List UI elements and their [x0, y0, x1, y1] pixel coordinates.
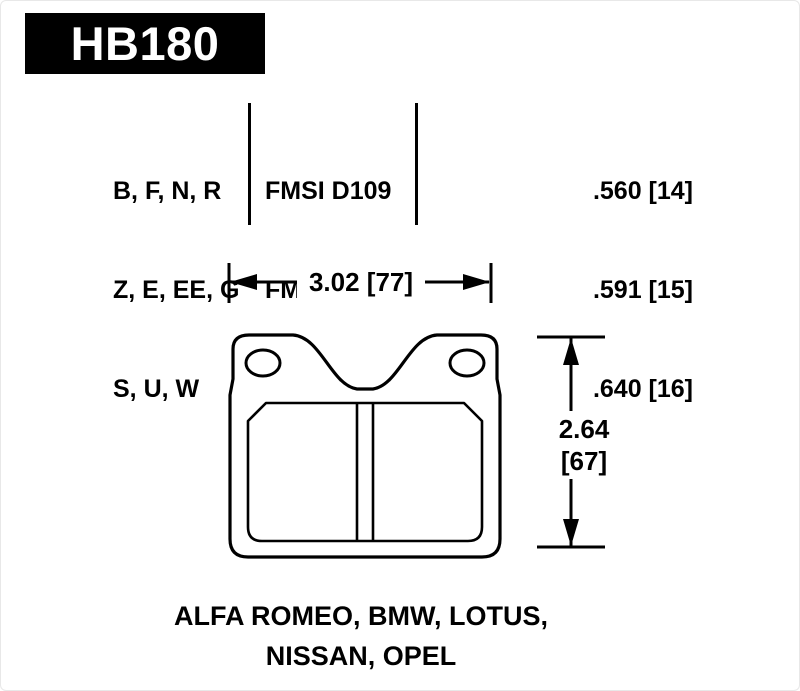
height-dimension-value: 2.64 [558, 414, 610, 444]
friction-material-outline [246, 401, 484, 543]
height-dimension-label: 2.64 [67] [550, 411, 618, 479]
part-number-box: HB180 [25, 13, 265, 74]
compound-row: S, U, W [113, 375, 200, 403]
vehicle-applications: ALFA ROMEO, BMW, LOTUS, NISSAN, OPEL [121, 596, 601, 676]
table-divider-right [415, 103, 418, 225]
compound-column: B, F, N, R Z, E, EE, G S, U, W [113, 109, 239, 472]
fmsi-column: FMSI D109 FMSI D961 [265, 109, 391, 373]
pad-backing-plate-outline [228, 333, 502, 559]
width-dimension-label: 3.02 [77] [297, 265, 425, 299]
applications-line: ALFA ROMEO, BMW, LOTUS, [174, 601, 548, 631]
part-number: HB180 [70, 17, 220, 70]
compound-row: B, F, N, R [113, 177, 222, 205]
pad-mounting-hole-right [448, 348, 486, 378]
applications-line: NISSAN, OPEL [265, 641, 457, 671]
arrow-left-icon [230, 274, 257, 290]
thickness-column: .560 [14] .591 [15] .640 [16] [541, 109, 693, 472]
arrow-down-icon [563, 519, 579, 546]
arrow-up-icon [563, 338, 579, 365]
height-dimension-metric: [67] [560, 446, 608, 476]
thickness-row: .591 [15] [592, 276, 693, 304]
thickness-row: .560 [14] [592, 177, 693, 205]
thickness-row: .640 [16] [592, 375, 693, 403]
pad-mounting-hole-left [244, 348, 282, 378]
arrow-right-icon [463, 274, 490, 290]
table-divider-left [248, 103, 251, 225]
brake-pad-drawing [228, 333, 502, 559]
fmsi-row: FMSI D109 [265, 177, 392, 205]
